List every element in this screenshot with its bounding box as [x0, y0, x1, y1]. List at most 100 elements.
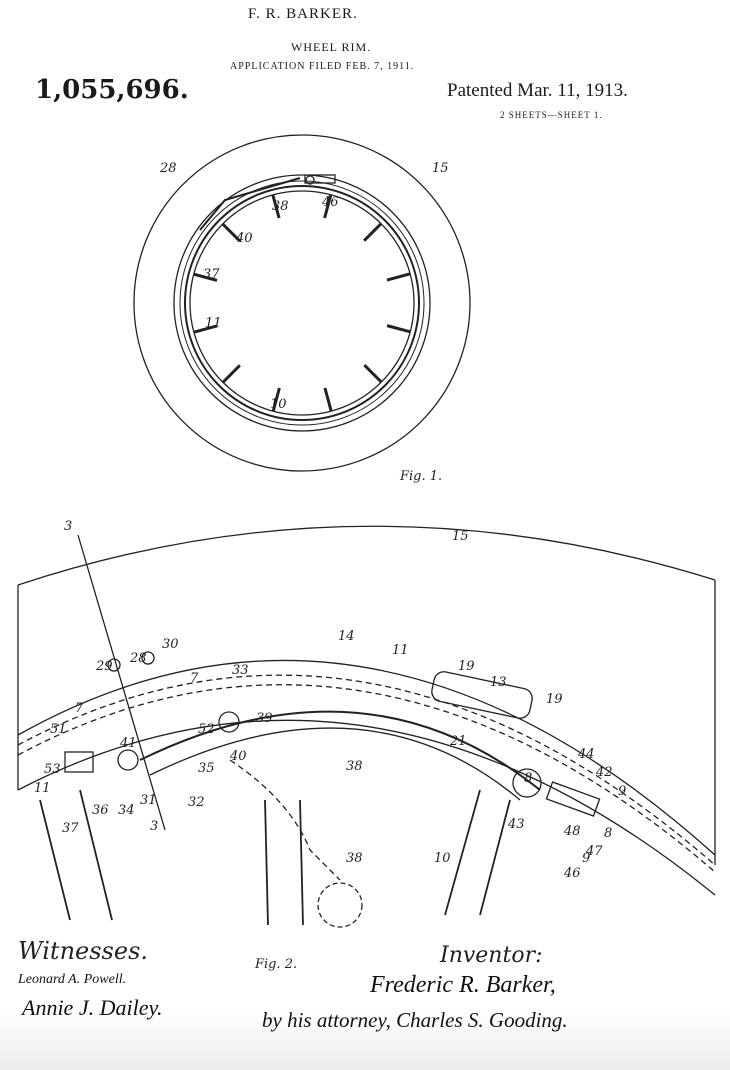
- reference-numeral: 9: [582, 851, 590, 866]
- reference-numeral: 19: [546, 692, 563, 707]
- patent-date: Patented Mar. 11, 1913.: [447, 80, 628, 101]
- latch-46: [545, 781, 601, 817]
- latch-46: [304, 174, 336, 184]
- reference-numeral: 10: [434, 851, 451, 866]
- spoke: [386, 324, 411, 334]
- reference-numeral: 14: [338, 629, 355, 644]
- pivot-8: [512, 768, 542, 798]
- reference-numeral: 33: [232, 663, 249, 678]
- sheet-count: 2 SHEETS—SHEET 1.: [500, 110, 603, 120]
- reference-numeral: 44: [577, 747, 595, 762]
- spoke-right: [444, 789, 511, 916]
- reference-numeral: 32: [188, 795, 205, 810]
- reference-numeral: 15: [432, 161, 449, 176]
- spoke: [386, 272, 411, 282]
- reference-numeral: 53: [44, 762, 61, 777]
- reference-numeral: 35: [198, 761, 215, 776]
- witness-2-signature: Annie J. Dailey.: [22, 995, 163, 1020]
- reference-numeral: 34: [118, 803, 135, 818]
- spoke: [363, 364, 383, 384]
- felloe-inner: [189, 190, 415, 416]
- reference-numeral: 11: [392, 643, 409, 658]
- fig-1-caption: Fig. 1.: [399, 469, 442, 484]
- reference-numeral: 10: [270, 397, 287, 412]
- reference-numeral: 41: [119, 736, 137, 751]
- attorney-signature: by his attorney, Charles S. Gooding.: [262, 1008, 568, 1032]
- pivot-39: [218, 711, 240, 733]
- lock-ring-open-position: [229, 759, 341, 881]
- reference-numeral: 48: [563, 824, 581, 839]
- reference-numeral: 11: [205, 316, 222, 331]
- application-filed: APPLICATION FILED FEB. 7, 1911.: [230, 61, 415, 72]
- reference-numeral: 52: [198, 722, 215, 737]
- reference-numeral: 38: [272, 199, 289, 214]
- pivot-41: [117, 749, 139, 771]
- reference-numeral: 30: [162, 637, 179, 652]
- lock-ring-38: [139, 710, 541, 791]
- reference-numeral: 40: [229, 749, 247, 764]
- reference-numeral: 13: [490, 675, 507, 690]
- spoke: [221, 222, 241, 242]
- spoke-37: [39, 789, 113, 921]
- reference-numeral: 43: [507, 817, 525, 832]
- bolt-30: [141, 651, 155, 665]
- reference-numeral: 31: [140, 793, 157, 808]
- lock-ring-38-inner: [149, 727, 521, 801]
- felloe: [184, 185, 420, 421]
- rim-band: [179, 180, 425, 426]
- patent-number: 1,055,696.: [35, 75, 189, 105]
- reference-numeral: 7: [190, 671, 199, 686]
- invention-title: WHEEL RIM.: [291, 40, 372, 54]
- scan-shadow: [0, 1010, 730, 1070]
- open-pivot: [317, 882, 363, 928]
- reference-numeral: 51: [50, 722, 67, 737]
- reference-numeral: 37: [203, 267, 220, 282]
- spring-53: [64, 751, 94, 773]
- spoke-center: [264, 799, 304, 926]
- reference-numeral: 29: [95, 659, 113, 674]
- reference-numeral: 15: [452, 529, 469, 544]
- lock-lever: [199, 177, 301, 231]
- spoke: [323, 194, 333, 219]
- reference-numeral: 38: [346, 851, 363, 866]
- reference-numeral: 40: [235, 231, 253, 246]
- reference-numeral: 19: [458, 659, 475, 674]
- spoke: [323, 387, 333, 412]
- rim-dashed-2: [17, 684, 716, 873]
- reference-numeral: 47: [585, 844, 603, 859]
- reference-numeral: 8: [524, 771, 532, 786]
- witness-1-signature: Leonard A. Powell.: [18, 972, 127, 987]
- rim-outer-arc: [17, 659, 716, 856]
- spoke: [193, 324, 218, 334]
- rim-dashed-1: [17, 674, 716, 866]
- spoke: [271, 194, 281, 219]
- spoke: [271, 387, 281, 412]
- reference-numeral: 9: [618, 784, 626, 799]
- reference-numeral: 11: [34, 781, 51, 796]
- reference-numeral: 3: [64, 519, 72, 534]
- inventor-label: Inventor:: [440, 943, 543, 968]
- fig-2-caption: Fig. 2.: [254, 957, 297, 972]
- reference-numeral: 7: [75, 701, 84, 716]
- reference-numeral: 39: [256, 711, 273, 726]
- reference-numeral: 37: [62, 821, 79, 836]
- reference-numeral: 21: [449, 734, 467, 749]
- tire-outer: [133, 134, 471, 472]
- bolt-29: [107, 658, 121, 672]
- reference-numeral: 38: [346, 759, 363, 774]
- spoke: [193, 272, 218, 282]
- spoke: [363, 222, 383, 242]
- clip-13: [431, 671, 533, 719]
- spokes: [193, 194, 411, 412]
- reference-numeral: 36: [92, 803, 109, 818]
- reference-numeral: 8: [604, 826, 612, 841]
- inventor-name: F. R. BARKER.: [248, 6, 358, 22]
- reference-numeral: 28: [129, 651, 147, 666]
- pivot: [305, 175, 315, 185]
- reference-numeral: 46: [563, 866, 581, 881]
- reference-numeral: 42: [595, 765, 613, 780]
- tire-outer-arc: [17, 525, 716, 586]
- reference-numeral: 28: [159, 161, 177, 176]
